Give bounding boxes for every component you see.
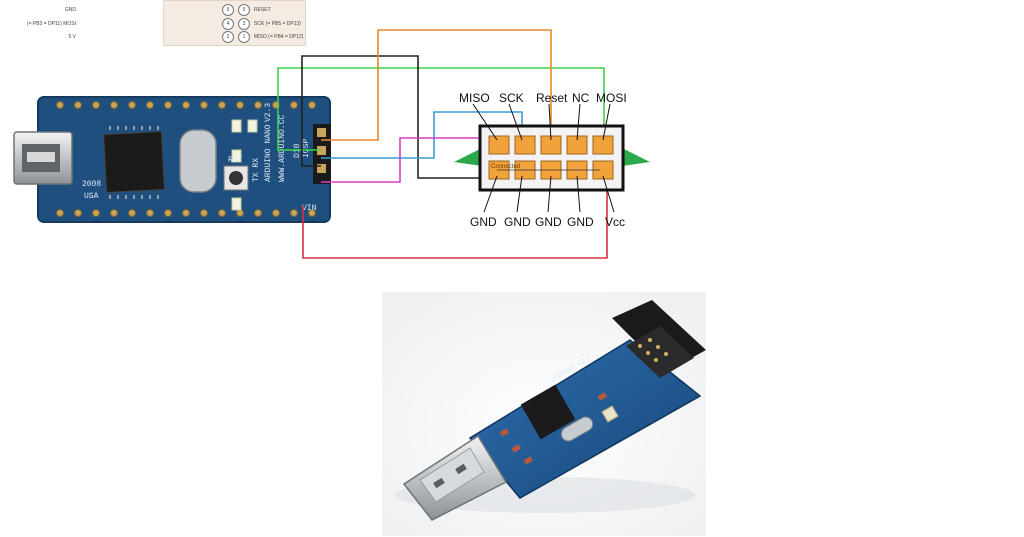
led-tx (231, 119, 242, 133)
pinout-pin-a: 2 (222, 31, 234, 43)
isp-bottom-labels: GND GND GND GND Vcc (470, 215, 625, 229)
pinout-pin-a: 4 (222, 18, 234, 30)
usbasp-smd-parts (499, 392, 607, 465)
usbasp-header-pins (638, 338, 668, 362)
reset-button (223, 165, 249, 191)
isp-10pin-header: Connected (454, 124, 650, 192)
atmega-chip (102, 130, 166, 194)
label-reset: Reset (536, 91, 568, 105)
arduino-nano-board: 2008 USA RST VIN ARDUINO NANO V2.3 WWW.A… (13, 96, 331, 223)
reset-button-cap (229, 171, 243, 185)
pinout-left-label: 5 V (68, 34, 76, 40)
pinout-pin-b: 1 (238, 31, 250, 43)
label-miso: MISO (459, 91, 490, 105)
header-latch-left (454, 148, 482, 166)
nano-bottom-header (56, 209, 316, 217)
usb-plug-hole (455, 463, 467, 475)
silk-icsp: ICSP (302, 139, 311, 158)
silk-version: V2.3 (264, 103, 273, 122)
crystal-oscillator (179, 129, 217, 193)
pinout-pin-b: 5 (238, 4, 250, 16)
label-sck: SCK (499, 91, 524, 105)
label-pointers-bottom (483, 175, 615, 213)
wire-sck (321, 111, 523, 159)
pinout-left-label: (= PB3 = DP11) MOSI (26, 21, 76, 27)
led-power (231, 149, 242, 163)
pinout-pin-a: 6 (222, 4, 234, 16)
usbasp-crystal (560, 416, 594, 442)
led-rx (247, 119, 258, 133)
pinout-right-label: RESET (254, 7, 271, 13)
pinout-right-label: SCK (= PB5 = DP13) (254, 21, 301, 27)
mini-usb-tongue (27, 152, 55, 162)
label-vcc: Vcc (605, 215, 625, 229)
pinout-left-label: GND (64, 7, 76, 13)
wire-gnd (301, 55, 497, 179)
silk-txrx: TX RX (252, 158, 261, 182)
label-nc: NC (572, 91, 590, 105)
wire-mosi (277, 67, 605, 151)
wire-reset (321, 29, 552, 145)
silk-rst: RST (228, 156, 243, 165)
chip-pins (109, 126, 159, 199)
icsp-pins (317, 128, 326, 173)
header-latch-right (622, 148, 650, 166)
usbasp-box-header-inner (626, 326, 694, 378)
usbasp-photo: USBASP V2.0 (382, 292, 706, 536)
silk-site: WWW.ARDUINO.CC (278, 115, 287, 182)
nano-top-header (56, 101, 316, 109)
wire-vcc (302, 175, 608, 259)
label-mosi: MOSI (596, 91, 627, 105)
silk-country: USA (84, 192, 99, 201)
silk-board-name: ARDUINO NANO (264, 124, 273, 182)
silk-vin: VIN (302, 204, 317, 213)
label-pointers-top (472, 103, 611, 141)
silk-year: 2008 (82, 180, 101, 189)
pinout-pin-b: 3 (238, 18, 250, 30)
usb-plug-hole (433, 477, 445, 489)
led-l (231, 197, 242, 211)
usbasp-mcu (520, 384, 576, 440)
label-gnd-4: GND (567, 215, 594, 229)
pinout-right-label: MISO (= PB4 = DP12) (254, 34, 304, 40)
usbasp-jumper (601, 405, 619, 423)
silk-vertical-group: ARDUINO NANO V2.3 WWW.ARDUINO.CC TX RX (252, 103, 287, 182)
usb-plug-face (419, 447, 485, 503)
pinout-table: GND 6 5 RESET (= PB3 = DP11) MOSI 4 3 SC… (27, 0, 306, 46)
label-gnd-1: GND (470, 215, 497, 229)
connected-note: Connected (491, 164, 520, 170)
isp-top-labels: MISO SCK Reset NC MOSI (459, 91, 627, 105)
wire-miso (321, 137, 497, 183)
wires (277, 29, 608, 259)
label-gnd-3: GND (535, 215, 562, 229)
label-gnd-2: GND (504, 215, 531, 229)
